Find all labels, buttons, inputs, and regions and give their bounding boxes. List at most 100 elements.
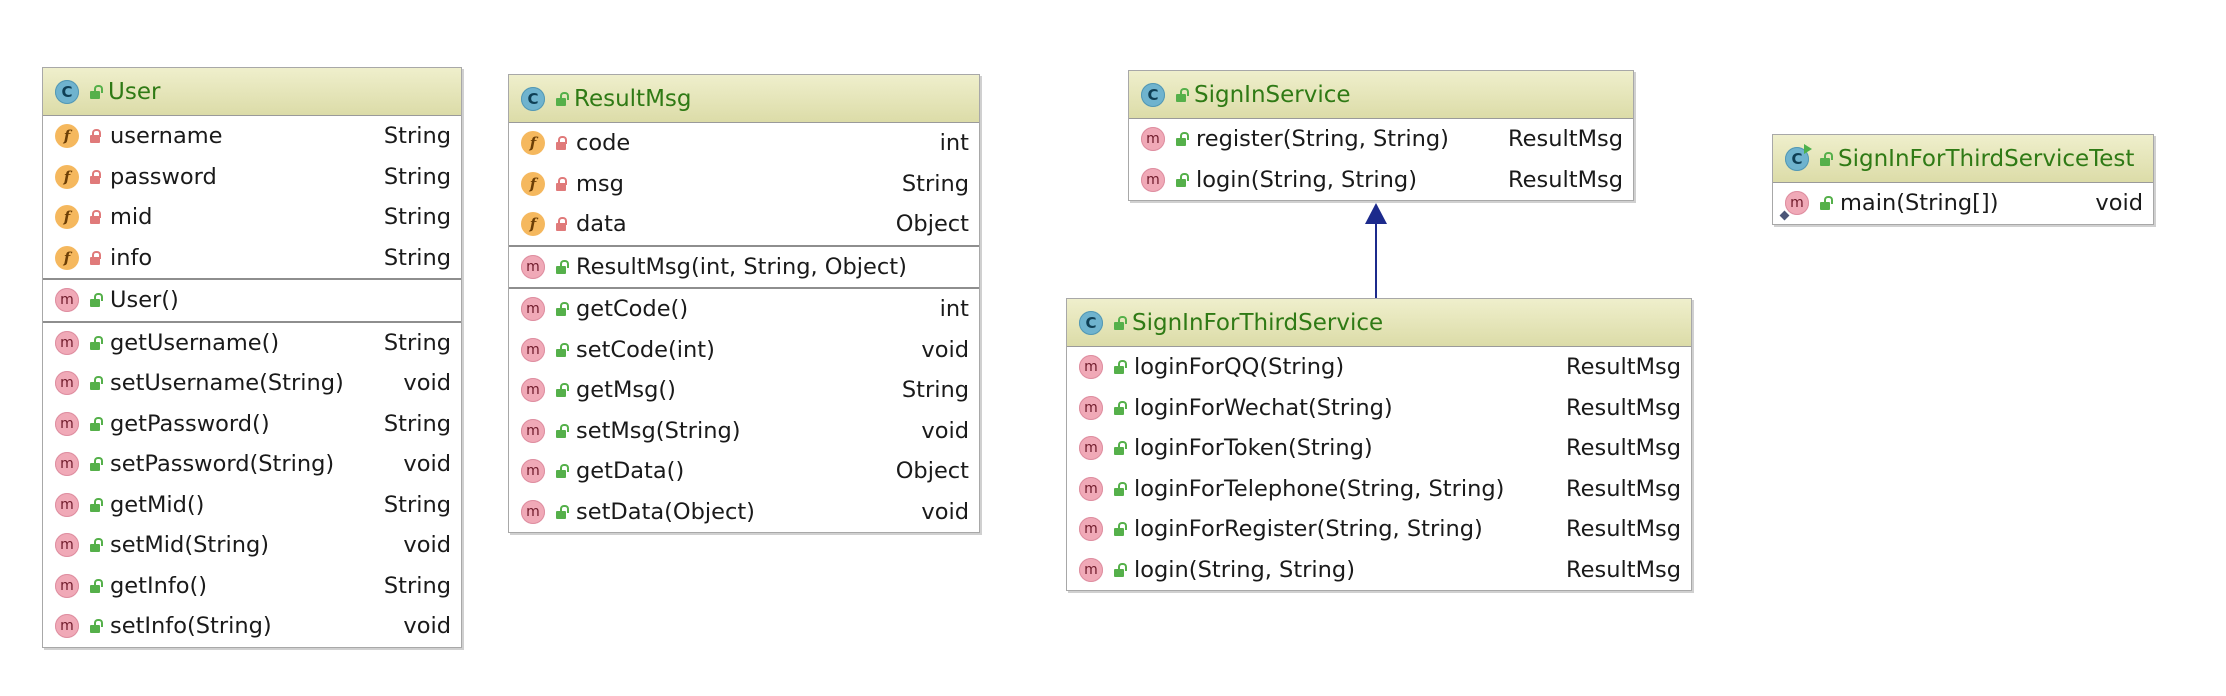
public-unlock-icon bbox=[1112, 315, 1127, 331]
class-name: User bbox=[108, 78, 161, 105]
method-icon: m bbox=[1079, 355, 1103, 380]
public-unlock-icon bbox=[1818, 195, 1833, 211]
public-unlock-icon bbox=[1174, 172, 1189, 188]
method-icon: m bbox=[521, 254, 545, 279]
private-lock-icon bbox=[88, 169, 102, 185]
field-type: String bbox=[383, 204, 451, 231]
method-name: login(String, String) bbox=[1134, 556, 1355, 583]
method-type: ResultMsg bbox=[1566, 475, 1681, 502]
public-unlock-icon bbox=[1112, 359, 1127, 375]
public-unlock-icon bbox=[1112, 562, 1127, 578]
field-name: username bbox=[110, 123, 223, 150]
field-type: String bbox=[383, 123, 451, 150]
public-unlock-icon bbox=[554, 382, 569, 398]
method-name: getData() bbox=[576, 458, 685, 485]
private-lock-icon bbox=[554, 135, 568, 151]
method-type: String bbox=[901, 377, 969, 404]
test-class-icon: C bbox=[1785, 143, 1812, 171]
method-type: Object bbox=[895, 458, 969, 485]
method-name: setPassword(String) bbox=[110, 451, 335, 478]
constructor-name: User() bbox=[110, 287, 179, 314]
method-row[interactable]: m getData() Object bbox=[509, 451, 979, 492]
method-icon: m bbox=[55, 573, 79, 598]
field-icon: f bbox=[55, 245, 79, 270]
public-unlock-icon bbox=[88, 416, 103, 432]
method-icon: m bbox=[55, 411, 79, 436]
method-name: register(String, String) bbox=[1196, 126, 1449, 153]
method-name: getMid() bbox=[110, 491, 205, 518]
public-unlock-icon bbox=[554, 301, 569, 317]
field-icon: f bbox=[521, 171, 545, 196]
public-unlock-icon bbox=[88, 335, 103, 351]
method-type: void bbox=[403, 613, 451, 640]
public-unlock-icon bbox=[88, 456, 103, 472]
public-unlock-icon bbox=[1112, 521, 1127, 537]
field-type: int bbox=[939, 130, 969, 157]
class-name: SignInForThirdService bbox=[1132, 309, 1384, 336]
field-type: String bbox=[383, 163, 451, 190]
method-type: String bbox=[383, 491, 451, 518]
method-icon: m bbox=[1141, 167, 1165, 192]
method-name: loginForToken(String) bbox=[1134, 435, 1373, 462]
public-unlock-icon bbox=[554, 423, 569, 439]
public-unlock-icon bbox=[1112, 400, 1127, 416]
method-type: void bbox=[2095, 190, 2143, 217]
field-name: code bbox=[576, 130, 631, 157]
method-name: getPassword() bbox=[110, 410, 270, 437]
method-type: String bbox=[383, 410, 451, 437]
method-icon: m bbox=[521, 418, 545, 443]
method-row[interactable]: m getPassword() String bbox=[43, 404, 461, 445]
public-unlock-icon bbox=[88, 84, 103, 100]
method-icon: m bbox=[55, 452, 79, 477]
private-lock-icon bbox=[554, 216, 568, 232]
public-unlock-icon bbox=[88, 292, 103, 308]
method-icon: m bbox=[521, 459, 545, 484]
method-name: setCode(int) bbox=[576, 336, 715, 363]
private-lock-icon bbox=[88, 128, 102, 144]
